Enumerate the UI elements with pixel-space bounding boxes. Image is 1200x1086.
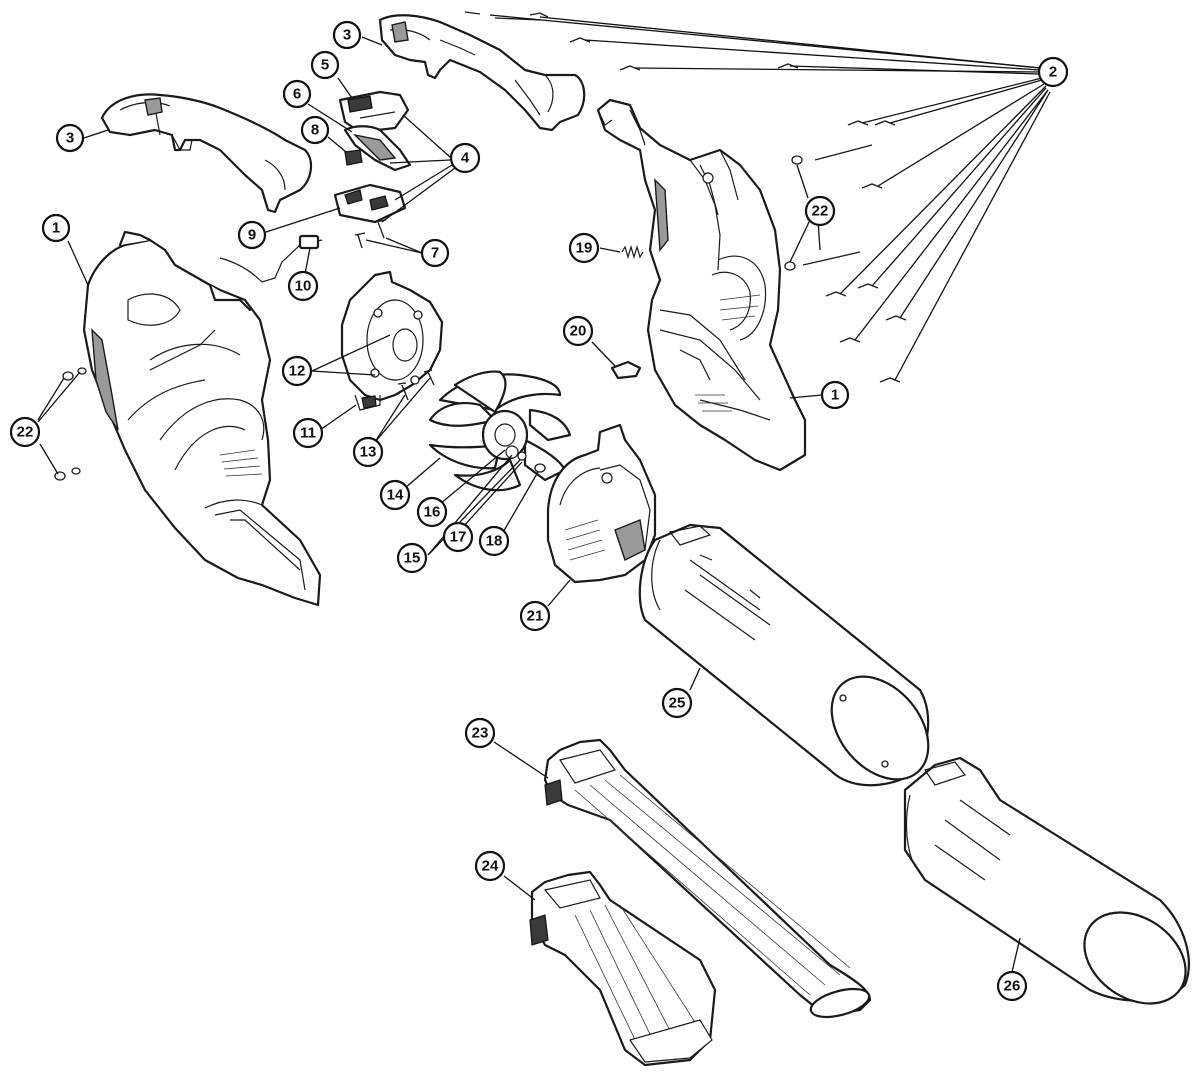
callout-23: 23: [464, 717, 496, 749]
callout-15-label: 15: [404, 550, 421, 567]
trigger-6: [343, 125, 412, 172]
wire-10: [219, 234, 323, 283]
fan-impeller-14: [428, 370, 572, 492]
callout-14: 14: [379, 479, 411, 511]
callout-2-label: 2: [1049, 64, 1057, 81]
right-handle-half: [378, 14, 586, 132]
callout-1-right: 1: [820, 380, 850, 410]
callout-22-right: 22: [804, 195, 836, 227]
callout-6: 6: [282, 79, 312, 109]
concentrator-nozzle-23: [543, 738, 872, 1019]
callout-2: 2: [1037, 56, 1069, 88]
callout-3-label: 3: [66, 130, 74, 147]
callout-16-label: 16: [424, 504, 441, 521]
callout-4-label: 4: [461, 150, 470, 167]
callout-11-label: 11: [300, 425, 316, 442]
callout-13-label: 13: [360, 444, 377, 461]
callout-18: 18: [478, 525, 510, 557]
left-housing-half: [82, 230, 322, 607]
callout-25: 25: [661, 687, 693, 719]
tube-nozzle-26: [903, 756, 1190, 1005]
callout-6-label: 6: [293, 86, 301, 103]
clip-20: [610, 360, 642, 380]
callout-3-label: 3: [343, 27, 351, 44]
callout-12-label: 12: [289, 363, 306, 380]
callout-1-left: 1: [41, 213, 71, 243]
short-nozzle-24: [529, 870, 717, 1067]
callout-1-label: 1: [831, 387, 839, 404]
callout-21: 21: [519, 600, 551, 632]
callout-26: 26: [996, 970, 1028, 1002]
spring-19: [621, 244, 644, 260]
blower-tube-25: [638, 523, 930, 787]
callout-1-label: 1: [52, 220, 60, 237]
inlet-cover-21: [546, 423, 657, 584]
callout-10-label: 10: [295, 278, 312, 295]
washer-nut-left: [54, 367, 87, 481]
nut-18: [534, 463, 546, 473]
callout-23-label: 23: [472, 725, 489, 742]
callout-16: 16: [416, 496, 448, 528]
right-housing-half: [596, 98, 807, 472]
callout-26-label: 26: [1004, 978, 1021, 995]
callout-13: 13: [352, 436, 384, 468]
callout-3-left: 3: [55, 123, 85, 153]
screws-13: [397, 369, 435, 401]
callout-20-label: 20: [570, 323, 587, 340]
switch-8: [344, 149, 363, 166]
callout-5: 5: [310, 50, 340, 80]
callout-8: 8: [300, 115, 330, 145]
callout-10: 10: [287, 270, 319, 302]
callout-24: 24: [474, 850, 506, 882]
callout-11: 11: [292, 417, 324, 449]
motor-plate-11: [340, 270, 444, 411]
hub-parts-15-16-17: [505, 445, 527, 461]
switch-plate-9: [333, 183, 407, 224]
callout-17: 17: [442, 521, 474, 553]
callout-4: 4: [449, 142, 481, 174]
left-handle-half: [100, 93, 313, 214]
screws-2: [464, 11, 907, 383]
callout-25-label: 25: [669, 695, 686, 712]
callout-8-label: 8: [311, 122, 319, 139]
callout-7-label: 7: [431, 245, 439, 262]
callout-21-label: 21: [527, 608, 544, 625]
callout-20: 20: [562, 315, 594, 347]
callout-22-left: 22: [9, 416, 41, 448]
callout-12: 12: [281, 355, 313, 387]
callout-19-label: 19: [576, 240, 593, 257]
callout-22-label: 22: [17, 424, 34, 441]
callout-24-label: 24: [482, 858, 499, 875]
trigger-cover-5: [338, 90, 410, 134]
callout-14-label: 14: [387, 487, 404, 504]
callout-5-label: 5: [321, 57, 329, 74]
callout-18-label: 18: [486, 533, 503, 550]
callout-22-label: 22: [812, 203, 829, 220]
callout-7: 7: [420, 238, 450, 268]
callout-17-label: 17: [450, 529, 467, 546]
callout-19: 19: [568, 232, 600, 264]
callout-15: 15: [396, 542, 428, 574]
callout-9: 9: [237, 220, 267, 250]
callout-9-label: 9: [248, 227, 256, 244]
callout-3-right: 3: [332, 20, 362, 50]
